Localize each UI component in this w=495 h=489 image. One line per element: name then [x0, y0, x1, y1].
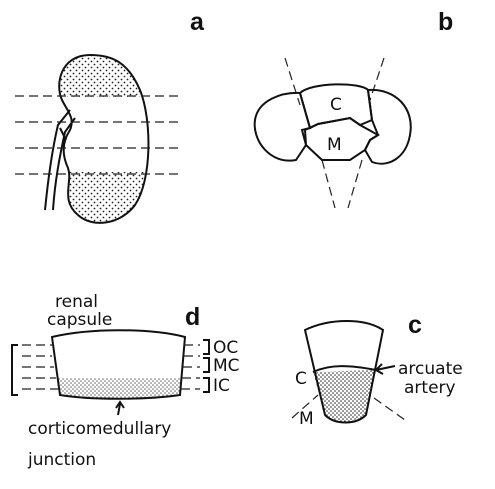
cut-line-lower-left	[322, 160, 335, 208]
panel-a-letter: a	[190, 8, 205, 36]
arcuate-label-line1: arcuate	[398, 359, 463, 379]
cut-line-right	[370, 58, 384, 100]
right-cortex-region	[365, 90, 411, 164]
label-mid-cortex: MC	[213, 356, 240, 376]
label-inner-cortex: IC	[213, 376, 230, 396]
wedge-dash-right	[374, 398, 405, 420]
panel-b-letter: b	[438, 8, 453, 36]
junction-pointer	[116, 402, 124, 415]
panel-b: b C M	[255, 8, 454, 208]
label-cortex: C	[330, 95, 342, 115]
arcuate-pointer	[376, 364, 395, 374]
left-cortex-region	[255, 93, 310, 161]
panel-a: a	[15, 8, 205, 232]
label-cortex: C	[295, 369, 307, 389]
bracket-mc	[203, 358, 209, 372]
cut-line-left	[285, 58, 300, 105]
label-medulla: M	[299, 409, 314, 429]
bracket-ic	[203, 378, 209, 392]
junction-label-line2: junction	[27, 450, 96, 470]
left-bracket	[12, 345, 18, 395]
panel-c-letter: c	[408, 311, 422, 339]
junction-label-line1: corticomedullary	[28, 419, 171, 439]
capsule-label-line2: capsule	[47, 310, 112, 330]
arcuate-label-line2: artery	[404, 378, 456, 398]
panel-d-letter: d	[185, 303, 200, 331]
kidney-polar-regions	[50, 50, 160, 232]
panel-d: d renal capsule OC MC IC corticomedullar…	[12, 292, 240, 470]
label-medulla: M	[327, 135, 342, 155]
bracket-oc	[203, 340, 209, 354]
inner-cortex-band	[58, 378, 182, 399]
section-lines	[15, 96, 180, 174]
panel-c: c C M arcuate artery	[292, 311, 463, 429]
cut-line-lower-right	[348, 160, 362, 208]
label-outer-cortex: OC	[213, 338, 238, 358]
capsule-label-line1: renal	[55, 292, 98, 312]
